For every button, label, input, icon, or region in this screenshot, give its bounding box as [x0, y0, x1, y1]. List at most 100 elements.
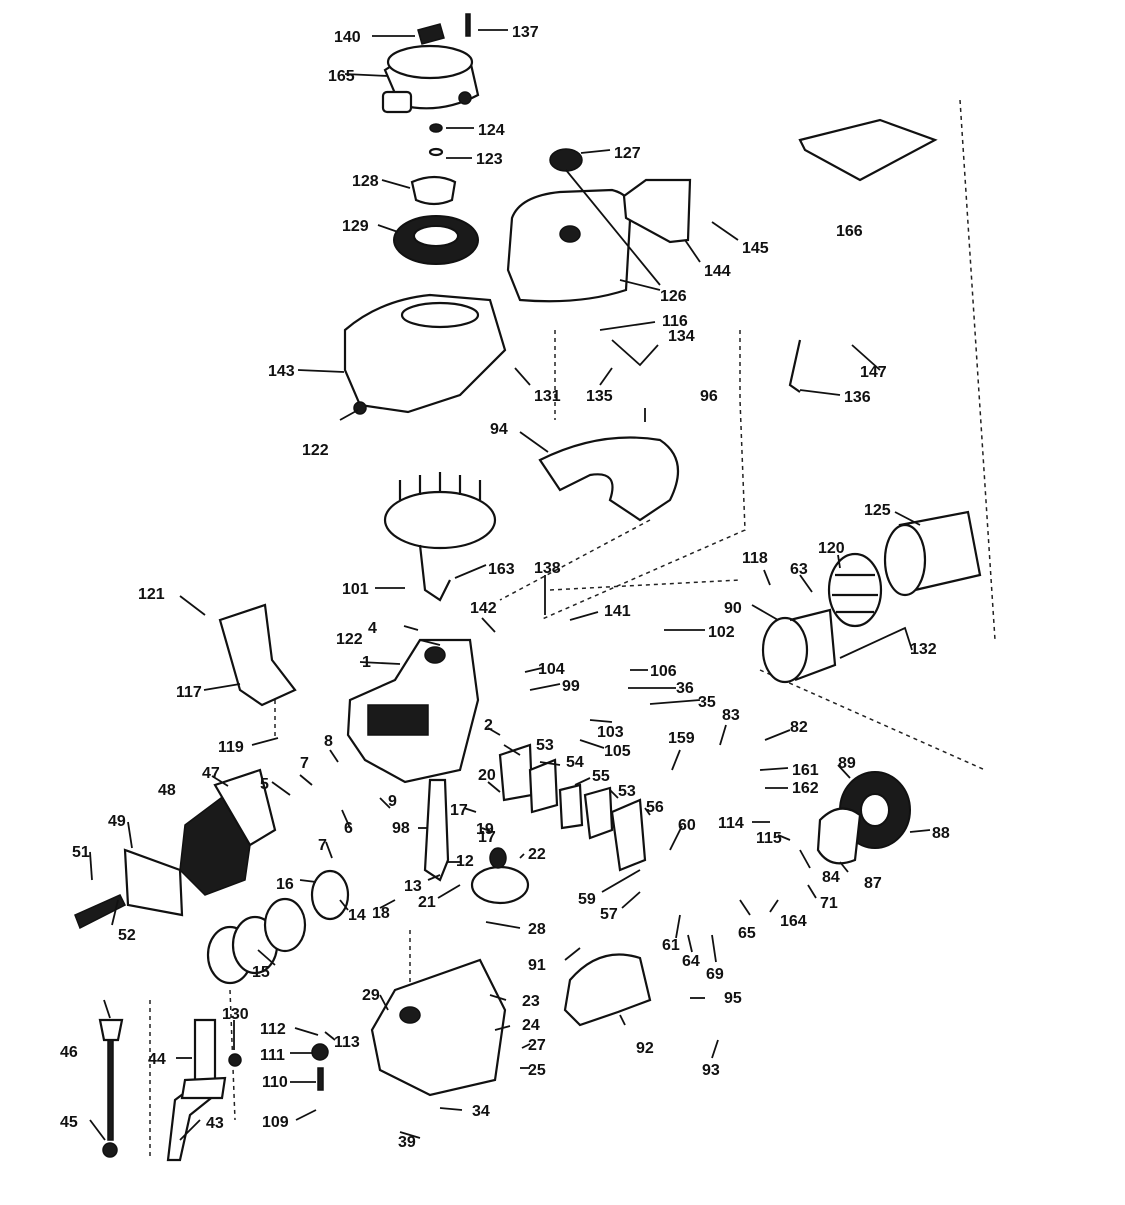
part-number-122: 122 — [302, 442, 329, 459]
part-number-140: 140 — [334, 29, 361, 46]
part-number-120: 120 — [818, 540, 845, 557]
part-number-126: 126 — [660, 288, 687, 305]
part-number-83: 83 — [722, 707, 740, 724]
part-number-93: 93 — [702, 1062, 720, 1079]
part-number-134: 134 — [668, 328, 695, 345]
part-number-163: 163 — [488, 561, 515, 578]
part-number-29: 29 — [362, 987, 380, 1004]
part-number-46: 46 — [60, 1044, 78, 1061]
screw-part — [465, 13, 471, 37]
flywheel-brake-cover-part — [563, 953, 652, 1027]
part-number-6: 6 — [344, 820, 353, 837]
part-number-16: 16 — [276, 876, 294, 893]
part-number-87: 87 — [864, 875, 882, 892]
part-number-28: 28 — [528, 921, 546, 938]
part-number-144: 144 — [704, 263, 731, 280]
part-number-117: 117 — [176, 684, 202, 701]
decal-part — [417, 23, 445, 45]
part-number-21: 21 — [418, 894, 436, 911]
oil-seal-part — [311, 1043, 329, 1061]
washer-part — [428, 147, 444, 157]
part-number-60: 60 — [678, 817, 696, 834]
control-bracket-part — [788, 339, 802, 393]
part-number-48: 48 — [158, 782, 176, 799]
part-number-52: 52 — [118, 927, 136, 944]
part-number-4: 4 — [368, 620, 377, 637]
filter-part — [410, 175, 457, 206]
part-number-147: 147 — [860, 364, 887, 381]
part-number-92: 92 — [636, 1040, 654, 1057]
air-filter-housing-part — [883, 510, 982, 597]
head-plate-part — [123, 848, 184, 917]
part-number-59: 59 — [578, 891, 596, 908]
part-number-118: 118 — [742, 550, 768, 567]
part-number-1: 1 — [362, 654, 371, 671]
piston-part — [310, 869, 350, 921]
part-number-54: 54 — [566, 754, 584, 771]
part-number-88: 88 — [932, 825, 950, 842]
part-number-135: 135 — [586, 388, 613, 405]
part-number-55: 55 — [592, 768, 610, 785]
part-number-24: 24 — [522, 1017, 540, 1034]
part-number-61: 61 — [662, 937, 680, 954]
part-number-138: 138 — [534, 560, 561, 577]
part-number-142: 142 — [470, 600, 497, 617]
part-number-95: 95 — [724, 990, 742, 1007]
part-number-143: 143 — [268, 363, 295, 380]
part-number-165: 165 — [328, 68, 355, 85]
part-number-13: 13 — [404, 878, 422, 895]
part-number-19: 19 — [476, 821, 494, 838]
cylinder-baffle-part — [538, 436, 680, 522]
part-number-39: 39 — [398, 1134, 416, 1151]
part-number-161: 161 — [792, 762, 819, 779]
piston-rings-part — [206, 897, 307, 985]
part-number-136: 136 — [844, 389, 871, 406]
part-number-122: 122 — [336, 631, 363, 648]
air-cleaner-cover-part — [381, 44, 480, 114]
breather-plate-part — [528, 758, 559, 814]
part-number-113: 113 — [334, 1034, 360, 1051]
pin-part — [317, 1067, 324, 1091]
part-number-14: 14 — [348, 907, 366, 924]
crankshaft-part — [423, 778, 450, 882]
part-number-98: 98 — [392, 820, 410, 837]
part-number-12: 12 — [456, 853, 474, 870]
part-number-27: 27 — [528, 1037, 546, 1054]
tank-bracket-part — [622, 178, 692, 244]
part-number-36: 36 — [676, 680, 694, 697]
part-number-20: 20 — [478, 767, 496, 784]
part-number-65: 65 — [738, 925, 756, 942]
part-number-47: 47 — [202, 765, 220, 782]
part-number-132: 132 — [910, 641, 937, 658]
part-number-7: 7 — [300, 755, 309, 772]
part-number-2: 2 — [484, 717, 493, 734]
part-number-123: 123 — [476, 151, 503, 168]
part-number-44: 44 — [148, 1051, 166, 1068]
part-number-94: 94 — [490, 421, 508, 438]
part-number-114: 114 — [718, 815, 744, 832]
part-number-43: 43 — [206, 1115, 224, 1132]
part-number-105: 105 — [604, 743, 631, 760]
cylinder-block-part — [346, 638, 480, 784]
part-number-89: 89 — [838, 755, 856, 772]
part-number-111: 111 — [260, 1047, 285, 1064]
nut-part — [429, 123, 443, 133]
breather-part — [558, 783, 584, 830]
blower-housing-part — [343, 293, 507, 415]
part-number-164: 164 — [780, 913, 807, 930]
part-number-82: 82 — [790, 719, 808, 736]
part-number-109: 109 — [262, 1114, 289, 1131]
part-number-9: 9 — [388, 793, 397, 810]
part-number-115: 115 — [756, 830, 782, 847]
gasket-part — [583, 786, 614, 840]
part-number-119: 119 — [218, 739, 244, 756]
part-number-137: 137 — [512, 24, 539, 41]
plug-part — [228, 1053, 242, 1067]
part-number-103: 103 — [597, 724, 624, 741]
part-number-69: 69 — [706, 966, 724, 983]
part-number-162: 162 — [792, 780, 819, 797]
part-number-57: 57 — [600, 906, 618, 923]
